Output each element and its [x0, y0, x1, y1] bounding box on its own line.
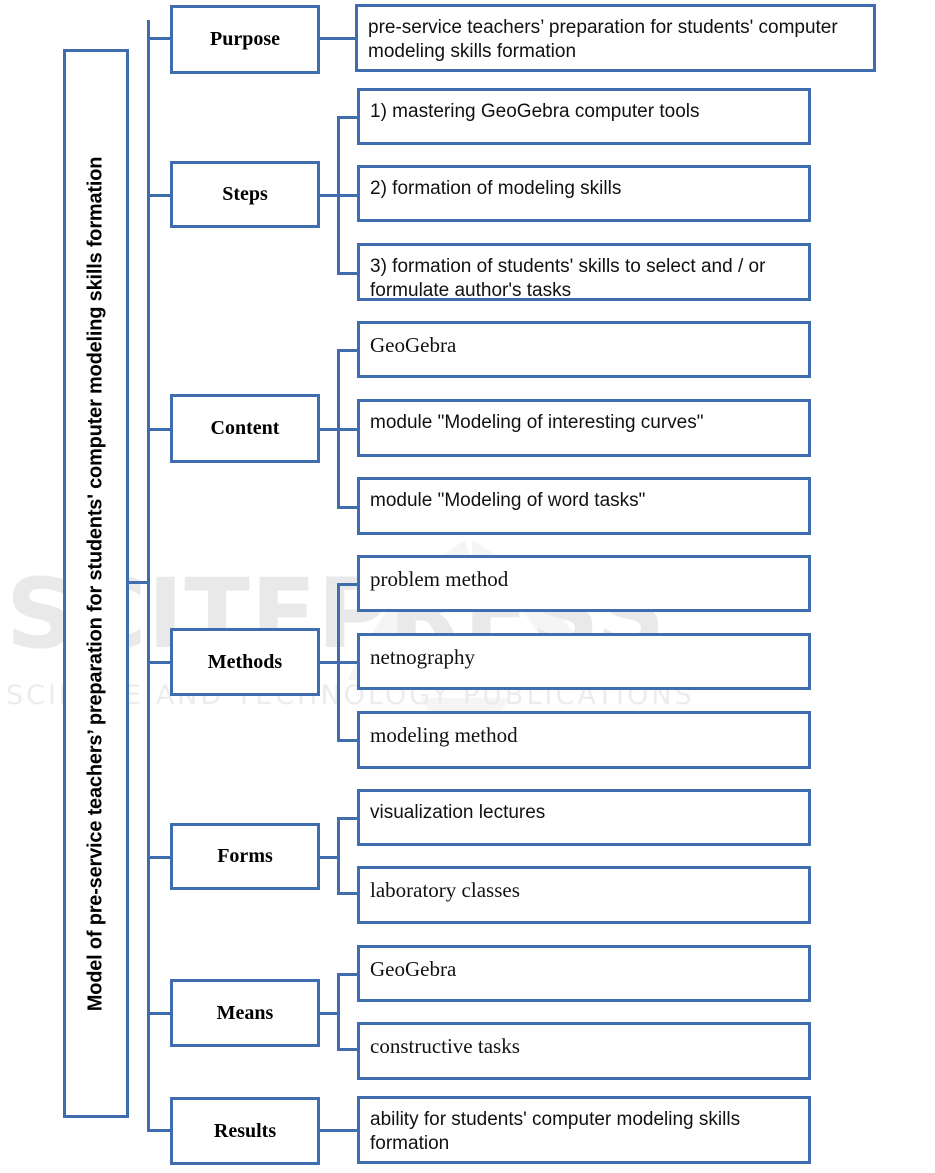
steps-branch-0: [337, 116, 360, 119]
means-spine: [337, 973, 340, 1051]
content-text-methods-1: netnography: [370, 645, 475, 669]
content-box-means-1[interactable]: constructive tasks: [357, 1022, 811, 1080]
content-box-means-0[interactable]: GeoGebra: [357, 945, 811, 1002]
content-box-methods-2[interactable]: modeling method: [357, 711, 811, 769]
content-box-content-2[interactable]: module "Modeling of word tasks": [357, 477, 811, 535]
content-box-steps-1[interactable]: 2) formation of modeling skills: [357, 165, 811, 222]
content-text-steps-1: 2) formation of modeling skills: [370, 178, 622, 199]
content-box-results-0[interactable]: ability for students' computer modeling …: [357, 1096, 811, 1164]
category-box-methods[interactable]: Methods: [170, 628, 320, 696]
content-text-forms-1: laboratory classes: [370, 878, 520, 902]
methods-branch-2: [337, 739, 360, 742]
root-title-label: Model of pre-service teachers’ preparati…: [84, 156, 107, 1011]
category-box-forms[interactable]: Forms: [170, 823, 320, 890]
forms-stem: [318, 856, 340, 859]
trunk-branch-methods: [147, 661, 173, 664]
category-box-steps[interactable]: Steps: [170, 161, 320, 228]
category-label-methods: Methods: [207, 650, 283, 673]
content-text-methods-0: problem method: [370, 567, 509, 591]
root-title-box: Model of pre-service teachers’ preparati…: [63, 49, 129, 1118]
content-text-steps-2: 3) formation of students' skills to sele…: [370, 256, 766, 301]
content-box-steps-2[interactable]: 3) formation of students' skills to sele…: [357, 243, 811, 301]
means-branch-0: [337, 973, 360, 976]
category-box-content[interactable]: Content: [170, 394, 320, 463]
content-box-steps-0[interactable]: 1) mastering GeoGebra computer tools: [357, 88, 811, 145]
category-label-means: Means: [216, 1001, 274, 1024]
trunk-branch-forms: [147, 856, 173, 859]
content-text-means-0: GeoGebra: [370, 957, 457, 981]
content-box-forms-0[interactable]: visualization lectures: [357, 789, 811, 846]
content-text-methods-2: modeling method: [370, 723, 518, 747]
content-text-results-0: ability for students' computer modeling …: [370, 1109, 741, 1154]
content-text-content-2: module "Modeling of word tasks": [370, 490, 646, 511]
content-text-content-0: GeoGebra: [370, 333, 457, 357]
category-box-results[interactable]: Results: [170, 1097, 320, 1165]
content-box-methods-1[interactable]: netnography: [357, 633, 811, 690]
category-label-results: Results: [213, 1119, 277, 1142]
content-box-purpose-0[interactable]: pre-service teachers’ preparation for st…: [355, 4, 876, 72]
content-branch-1: [337, 428, 360, 431]
content-branch-0: [337, 349, 360, 352]
content-text-purpose-0: pre-service teachers’ preparation for st…: [368, 17, 838, 62]
content-text-means-1: constructive tasks: [370, 1034, 520, 1058]
content-box-content-0[interactable]: GeoGebra: [357, 321, 811, 378]
trunk-branch-purpose: [147, 37, 173, 40]
trunk-branch-steps: [147, 194, 173, 197]
content-text-forms-0: visualization lectures: [370, 802, 546, 823]
content-text-steps-0: 1) mastering GeoGebra computer tools: [370, 101, 700, 122]
forms-branch-1: [337, 892, 360, 895]
content-box-content-1[interactable]: module "Modeling of interesting curves": [357, 399, 811, 457]
category-box-means[interactable]: Means: [170, 979, 320, 1047]
category-box-purpose[interactable]: Purpose: [170, 5, 320, 74]
trunk-branch-means: [147, 1012, 173, 1015]
content-box-forms-1[interactable]: laboratory classes: [357, 866, 811, 924]
category-label-forms: Forms: [217, 845, 273, 867]
forms-branch-0: [337, 817, 360, 820]
steps-stem: [318, 194, 340, 197]
category-label-steps: Steps: [222, 183, 268, 205]
trunk-branch-content: [147, 428, 173, 431]
root-to-trunk-connector: [129, 581, 150, 584]
steps-branch-2: [337, 272, 360, 275]
trunk-branch-results: [147, 1129, 173, 1132]
steps-branch-1: [337, 194, 360, 197]
means-stem: [318, 1012, 340, 1015]
content-stem: [318, 428, 340, 431]
trunk-vertical-line: [147, 20, 150, 1132]
category-label-content: Content: [210, 417, 280, 439]
purpose-connector: [318, 37, 358, 40]
content-branch-2: [337, 506, 360, 509]
content-box-methods-0[interactable]: problem method: [357, 555, 811, 612]
results-connector: [318, 1129, 358, 1132]
methods-stem: [318, 661, 340, 664]
content-text-content-1: module "Modeling of interesting curves": [370, 412, 704, 433]
means-branch-1: [337, 1048, 360, 1051]
category-label-purpose: Purpose: [210, 28, 280, 50]
forms-spine: [337, 817, 340, 895]
